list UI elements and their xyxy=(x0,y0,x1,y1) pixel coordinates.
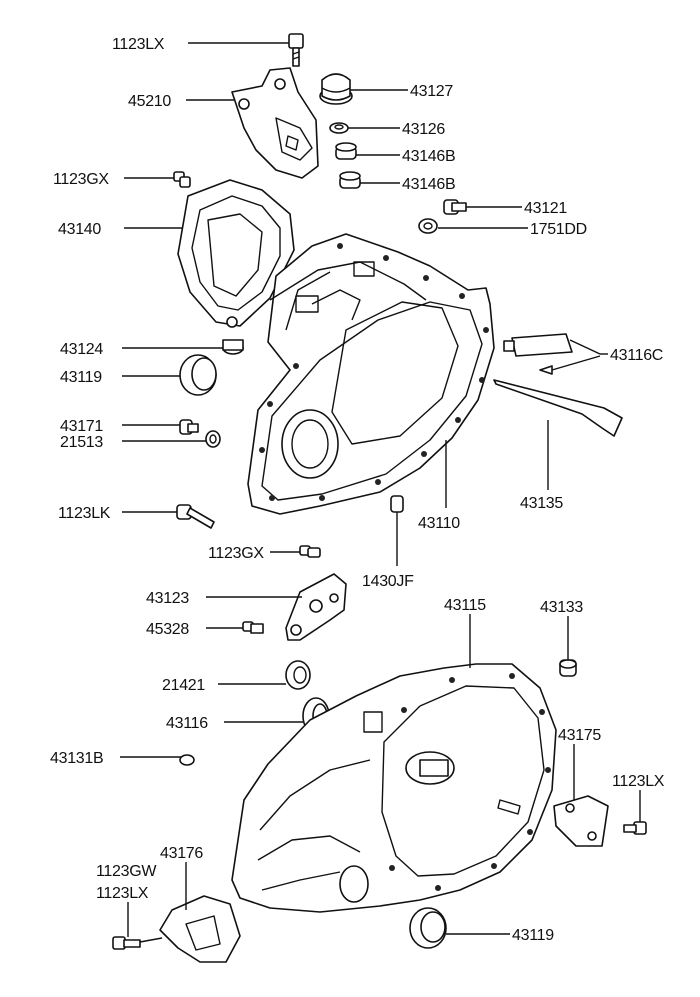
label-43110: 43110 xyxy=(418,515,460,532)
leader-lines xyxy=(120,42,641,943)
label-43146b-1: 43146B xyxy=(402,148,455,165)
label-1123gx-top: 1123GX xyxy=(53,171,109,188)
label-43116c: 43116C xyxy=(610,347,663,364)
seal-43146b-1 xyxy=(335,142,357,160)
plug-43124 xyxy=(222,339,244,355)
gasket-21513 xyxy=(205,430,221,448)
seal-21421 xyxy=(285,660,311,690)
seal-43146b-2 xyxy=(339,171,361,189)
label-43135: 43135 xyxy=(520,495,563,512)
label-43127: 43127 xyxy=(410,83,453,100)
label-43119-top: 43119 xyxy=(60,369,102,386)
label-43175: 43175 xyxy=(558,727,601,744)
housing-43115 xyxy=(231,663,557,913)
bracket-45210 xyxy=(231,67,319,179)
bolt-1123lk xyxy=(176,504,215,529)
label-43119-bottom: 43119 xyxy=(512,927,554,944)
plug-43131b xyxy=(179,754,195,766)
label-1123lx-bottom: 1123LX xyxy=(96,885,149,902)
label-43131b: 43131B xyxy=(50,750,103,767)
label-43176: 43176 xyxy=(160,845,203,862)
label-21421: 21421 xyxy=(162,677,205,694)
label-43124: 43124 xyxy=(60,341,103,358)
cap-43127 xyxy=(319,73,353,105)
cap-43133 xyxy=(559,659,577,677)
label-43123: 43123 xyxy=(146,590,189,607)
washer-1751dd xyxy=(418,218,438,234)
label-45328: 45328 xyxy=(146,621,189,638)
label-1123gw: 1123GW xyxy=(96,863,157,880)
seal-43119-top xyxy=(179,354,217,396)
label-43133: 43133 xyxy=(540,599,583,616)
case-43110 xyxy=(247,233,495,515)
bolt-1123gx-top xyxy=(173,171,191,188)
plug-43121 xyxy=(443,199,467,215)
label-43121: 43121 xyxy=(524,200,567,217)
bracket-43175 xyxy=(553,795,609,847)
label-43140: 43140 xyxy=(58,221,101,238)
bolt-43171 xyxy=(179,419,199,435)
bracket-43123 xyxy=(285,573,347,641)
bolt-1123gx-mid xyxy=(299,545,321,558)
label-1430jf: 1430JF xyxy=(362,573,414,590)
bolt-1123lx-top xyxy=(288,33,304,67)
bolt-1123gw-bottom xyxy=(112,936,141,950)
cover-43140 xyxy=(177,179,295,328)
bolt-45328 xyxy=(242,621,264,634)
washer-43126 xyxy=(329,122,349,134)
label-43115: 43115 xyxy=(444,597,486,614)
bracket-43176 xyxy=(159,895,241,963)
label-1123lx-top: 1123LX xyxy=(112,36,165,53)
label-43116: 43116 xyxy=(166,715,208,732)
guide-43135 xyxy=(493,379,623,437)
sealant-tube-43116c xyxy=(503,333,573,375)
bolt-1123lx-right xyxy=(623,821,647,835)
label-43146b-2: 43146B xyxy=(402,176,455,193)
label-45210: 45210 xyxy=(128,93,171,110)
label-43126: 43126 xyxy=(402,121,445,138)
label-1123gx-mid: 1123GX xyxy=(208,545,264,562)
label-21513: 21513 xyxy=(60,434,103,451)
label-43171: 43171 xyxy=(60,418,103,435)
label-1123lx-right: 1123LX xyxy=(612,773,665,790)
label-1751dd: 1751DD xyxy=(530,221,587,238)
label-1123lk: 1123LK xyxy=(58,505,111,522)
seal-43119-bottom xyxy=(409,907,447,949)
pin-1430jf xyxy=(390,495,404,513)
